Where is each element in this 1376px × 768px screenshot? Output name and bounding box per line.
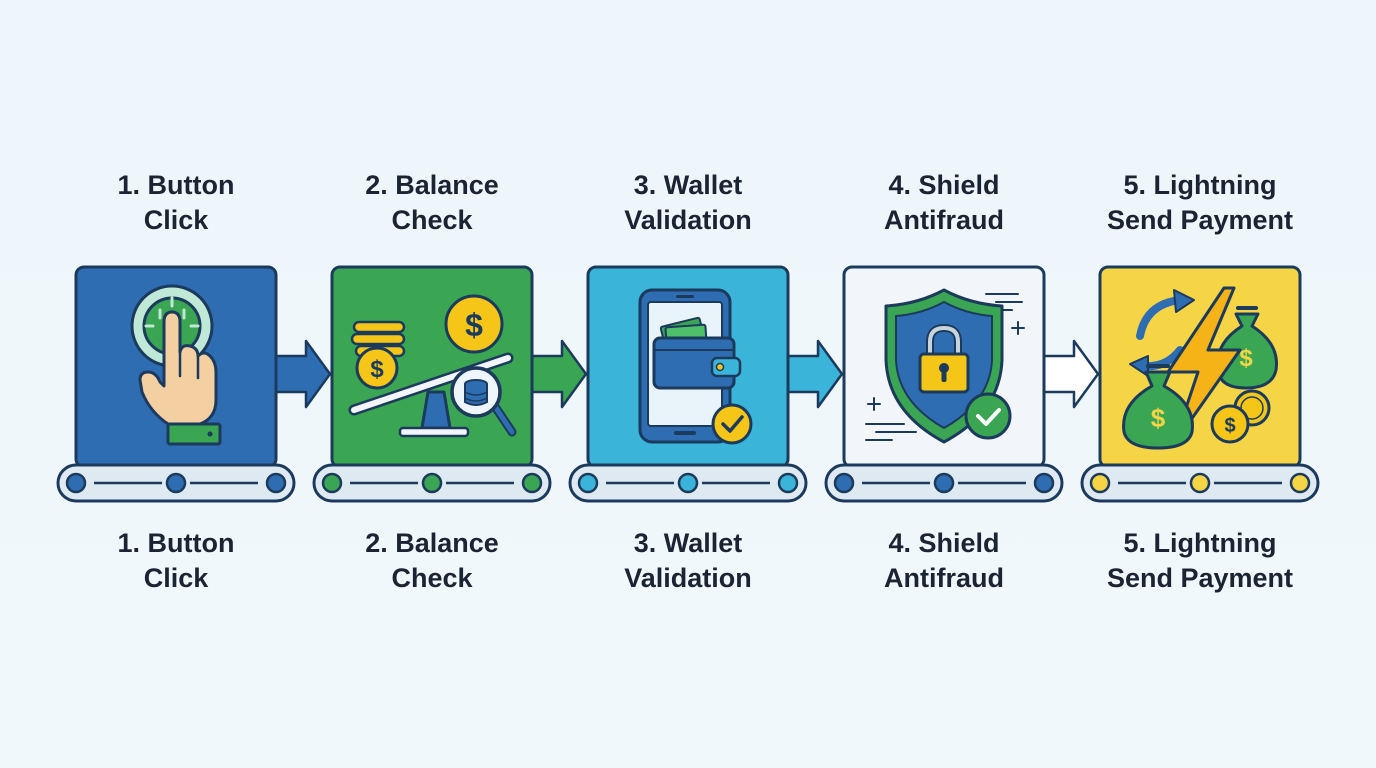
arrow-4-5: [1042, 339, 1100, 409]
balance-scale-icon: $ $: [348, 294, 517, 438]
step-2-box: $ $: [330, 265, 534, 469]
wallet-phone-icon: [638, 288, 753, 445]
conveyor-1: [56, 463, 296, 503]
svg-text:$: $: [465, 307, 483, 343]
step-3-box: [586, 265, 790, 469]
shield-lock-icon: [865, 288, 1025, 444]
arrow-3-4: [786, 339, 844, 409]
hand-pointer-icon: [130, 284, 222, 446]
arrow-1-2: [274, 339, 332, 409]
conveyor-2: [312, 463, 552, 503]
svg-text:$: $: [1239, 345, 1253, 372]
step-5-box: $ $ $: [1098, 265, 1302, 469]
step-1-box: [74, 265, 278, 469]
conveyor-4: [824, 463, 1064, 503]
lightning-money-icon: $ $ $: [1122, 286, 1278, 450]
svg-text:$: $: [1224, 415, 1235, 437]
step-4-box: [842, 265, 1046, 469]
arrow-2-3: [530, 339, 588, 409]
svg-text:$: $: [1151, 403, 1166, 433]
svg-text:$: $: [370, 356, 384, 383]
conveyor-3: [568, 463, 808, 503]
conveyor-5: [1080, 463, 1320, 503]
